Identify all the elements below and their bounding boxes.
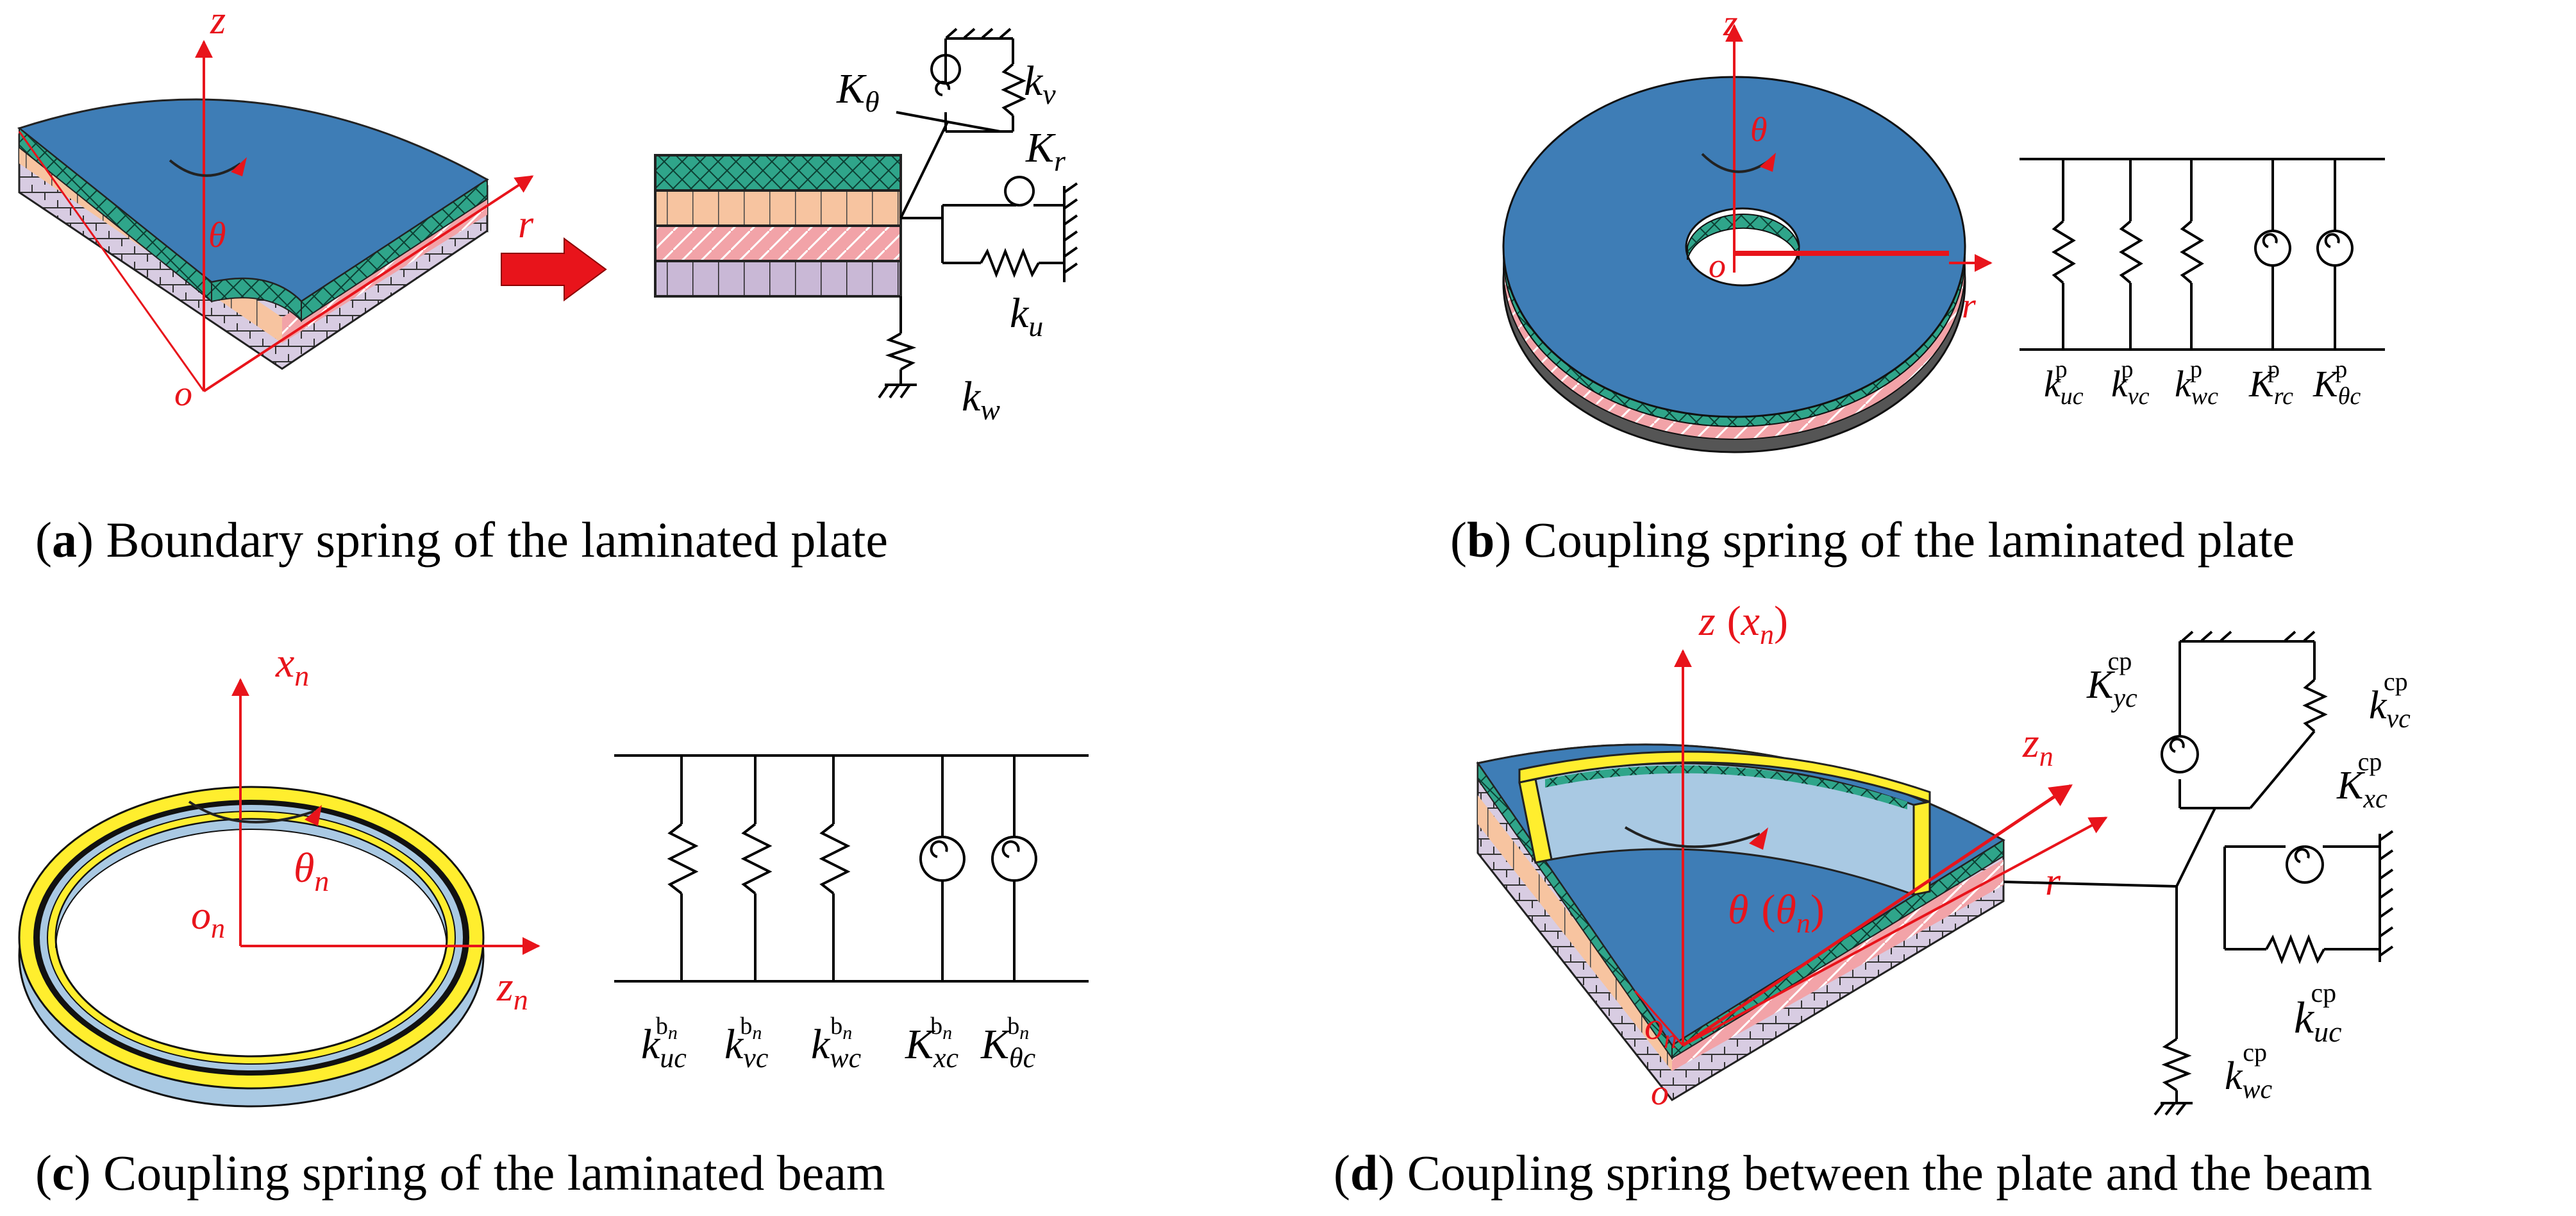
svg-text:Kθ: Kθ [836,65,880,118]
label-k-wc-cp: kwccp [2225,1038,2273,1104]
spring-bank-b [2020,158,2385,351]
label-k-uc-bn: kucbn [641,1013,687,1074]
panel-c: xn zn on θn kucbn kvcbn kwcbn Kxcbn Kθcb… [18,639,1089,1108]
label-k-vc-p: kvcp [2111,356,2150,410]
spring-label-k-w: kw [962,373,1000,426]
svg-text:ku: ku [1010,290,1043,342]
sector-plate-a [17,98,489,370]
axis-label-thetan-c: θn [294,845,329,897]
axis-label-theta-b: θ [1750,110,1768,149]
spring-system-a [878,28,1078,399]
ring-beam-c [18,786,485,1108]
axis-label-xn-c: xn [275,639,309,692]
axis-label-zn-c: zn [496,963,528,1016]
spring-system-d [2003,630,2394,1116]
label-K-rc-p: Krcp [2248,356,2293,410]
label-K-thetac-bn: Kθcbn [980,1013,1036,1074]
caption-d: (d) Coupling spring between the plate an… [1334,1145,2373,1201]
spring-labels-b: kucp kvcp kwcp Krcp Kθcp [2044,356,2361,410]
panel-a: z r o θ [17,0,1078,426]
axes-a [18,40,534,393]
spring-labels-c: kucbn kvcbn kwcbn Kxcbn Kθcbn [641,1013,1036,1074]
axis-label-o-b: o [1709,246,1726,285]
transfer-arrow-a [501,237,607,301]
axis-label-z-b: z [1723,2,1738,44]
axis-label-o-d: o [1651,1073,1669,1113]
svg-text:Kr: Kr [1025,124,1066,177]
axes-c [188,678,540,955]
axes-b [1701,24,1993,273]
axis-label-r-a: r [518,203,534,246]
svg-text:kw: kw [962,373,1000,426]
label-k-wc-bn: kwcbn [811,1013,862,1074]
axes-d [1624,649,2108,1047]
layer-stack-a [654,154,902,298]
svg-text:kv: kv [1024,58,1056,110]
label-k-uc-p: kucp [2044,356,2084,410]
panel-b: z r o θ kucp kvcp kwcp Krcp Kθcp [1502,2,2385,453]
label-k-vc-cp: kvccp [2369,667,2411,734]
axis-label-theta-d: θ(θn) [1728,886,1825,939]
spring-label-k-v: kv [1024,58,1056,110]
axis-label-o-a: o [174,374,192,414]
spring-labels-d: Kyccp kvccp Kxccp kuccp kwccp [2086,646,2411,1104]
axis-label-theta-a: θ [208,215,226,255]
label-K-thetac-p: Kθcp [2313,356,2361,410]
spring-label-K-theta: Kθ [836,65,880,118]
axis-label-zn-d: zn [2022,720,2053,772]
spring-label-k-u: ku [1010,290,1043,342]
sector-plate-with-beam-d [1476,743,2005,1101]
spring-label-K-r: Kr [1025,124,1066,177]
spring-bank-c [614,754,1089,983]
label-K-xc-cp: Kxccp [2336,747,2388,814]
axis-label-r-b: r [1962,286,1976,326]
panel-d: z(xn) zn r on o θ(θn) [1476,598,2411,1116]
caption-a: (a) Boundary spring of the laminated pla… [35,512,888,568]
label-K-xc-bn: Kxcbn [905,1013,959,1074]
label-k-vc-bn: kvcbn [724,1013,769,1074]
label-K-yc-cp: Kyccp [2086,646,2137,713]
caption-c: (c) Coupling spring of the laminated bea… [35,1145,885,1201]
axis-label-z-a: z [210,0,226,42]
axis-label-z-xn-d: z(xn) [1698,598,1788,650]
axis-label-on-d: on [1644,1005,1677,1054]
label-k-uc-cp: kuccp [2294,979,2342,1048]
caption-b: (b) Coupling spring of the laminated pla… [1450,512,2295,568]
label-k-wc-p: kwcp [2175,356,2218,410]
axis-label-on-c: on [191,894,225,944]
